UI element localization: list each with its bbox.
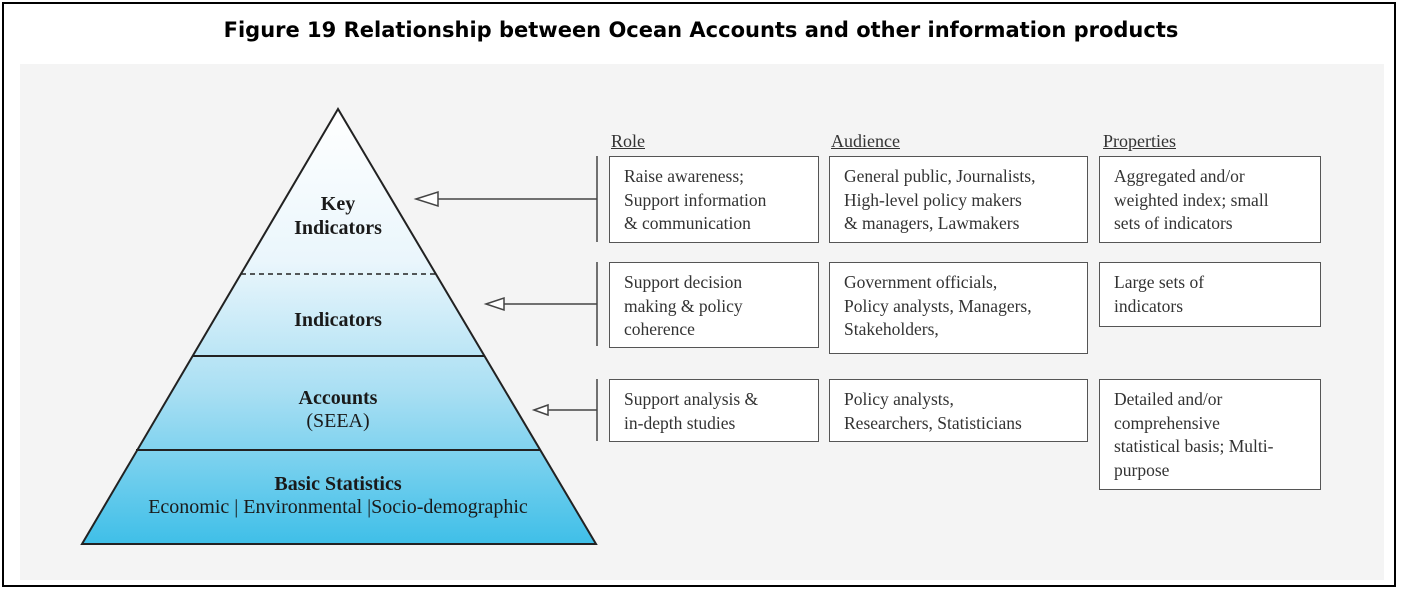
tier-key-indicators: Key Indicators: [294, 193, 382, 239]
arrow-head: [531, 403, 549, 417]
pyramid-shape: [80, 107, 598, 545]
column-header-audience: Audience: [831, 131, 900, 151]
arrow-head: [483, 296, 505, 312]
audience-box-accounts: Policy analysts,Researchers, Statisticia…: [829, 379, 1088, 442]
pyramid-diagram: [80, 107, 598, 545]
column-header-properties: Properties: [1103, 131, 1176, 151]
figure-title: Figure 19 Relationship between Ocean Acc…: [223, 18, 1179, 42]
audience-box-indicators: Government officials,Policy analysts, Ma…: [829, 262, 1088, 354]
diagram-panel: Key Indicators Indicators Accounts (SEEA…: [20, 64, 1384, 580]
audience-box-key-indicators: General public, Journalists,High-level p…: [829, 156, 1088, 243]
tier-accounts: Accounts (SEEA): [298, 387, 378, 432]
arrow-head: [413, 190, 439, 208]
role-box-key-indicators: Raise awareness;Support information& com…: [609, 156, 819, 243]
column-header-role: Role: [611, 131, 645, 151]
tier-basic-statistics: Basic Statistics Economic | Environmenta…: [148, 473, 528, 518]
role-box-accounts: Support analysis &in-depth studies: [609, 379, 819, 442]
tier-indicators: Indicators: [294, 309, 382, 331]
